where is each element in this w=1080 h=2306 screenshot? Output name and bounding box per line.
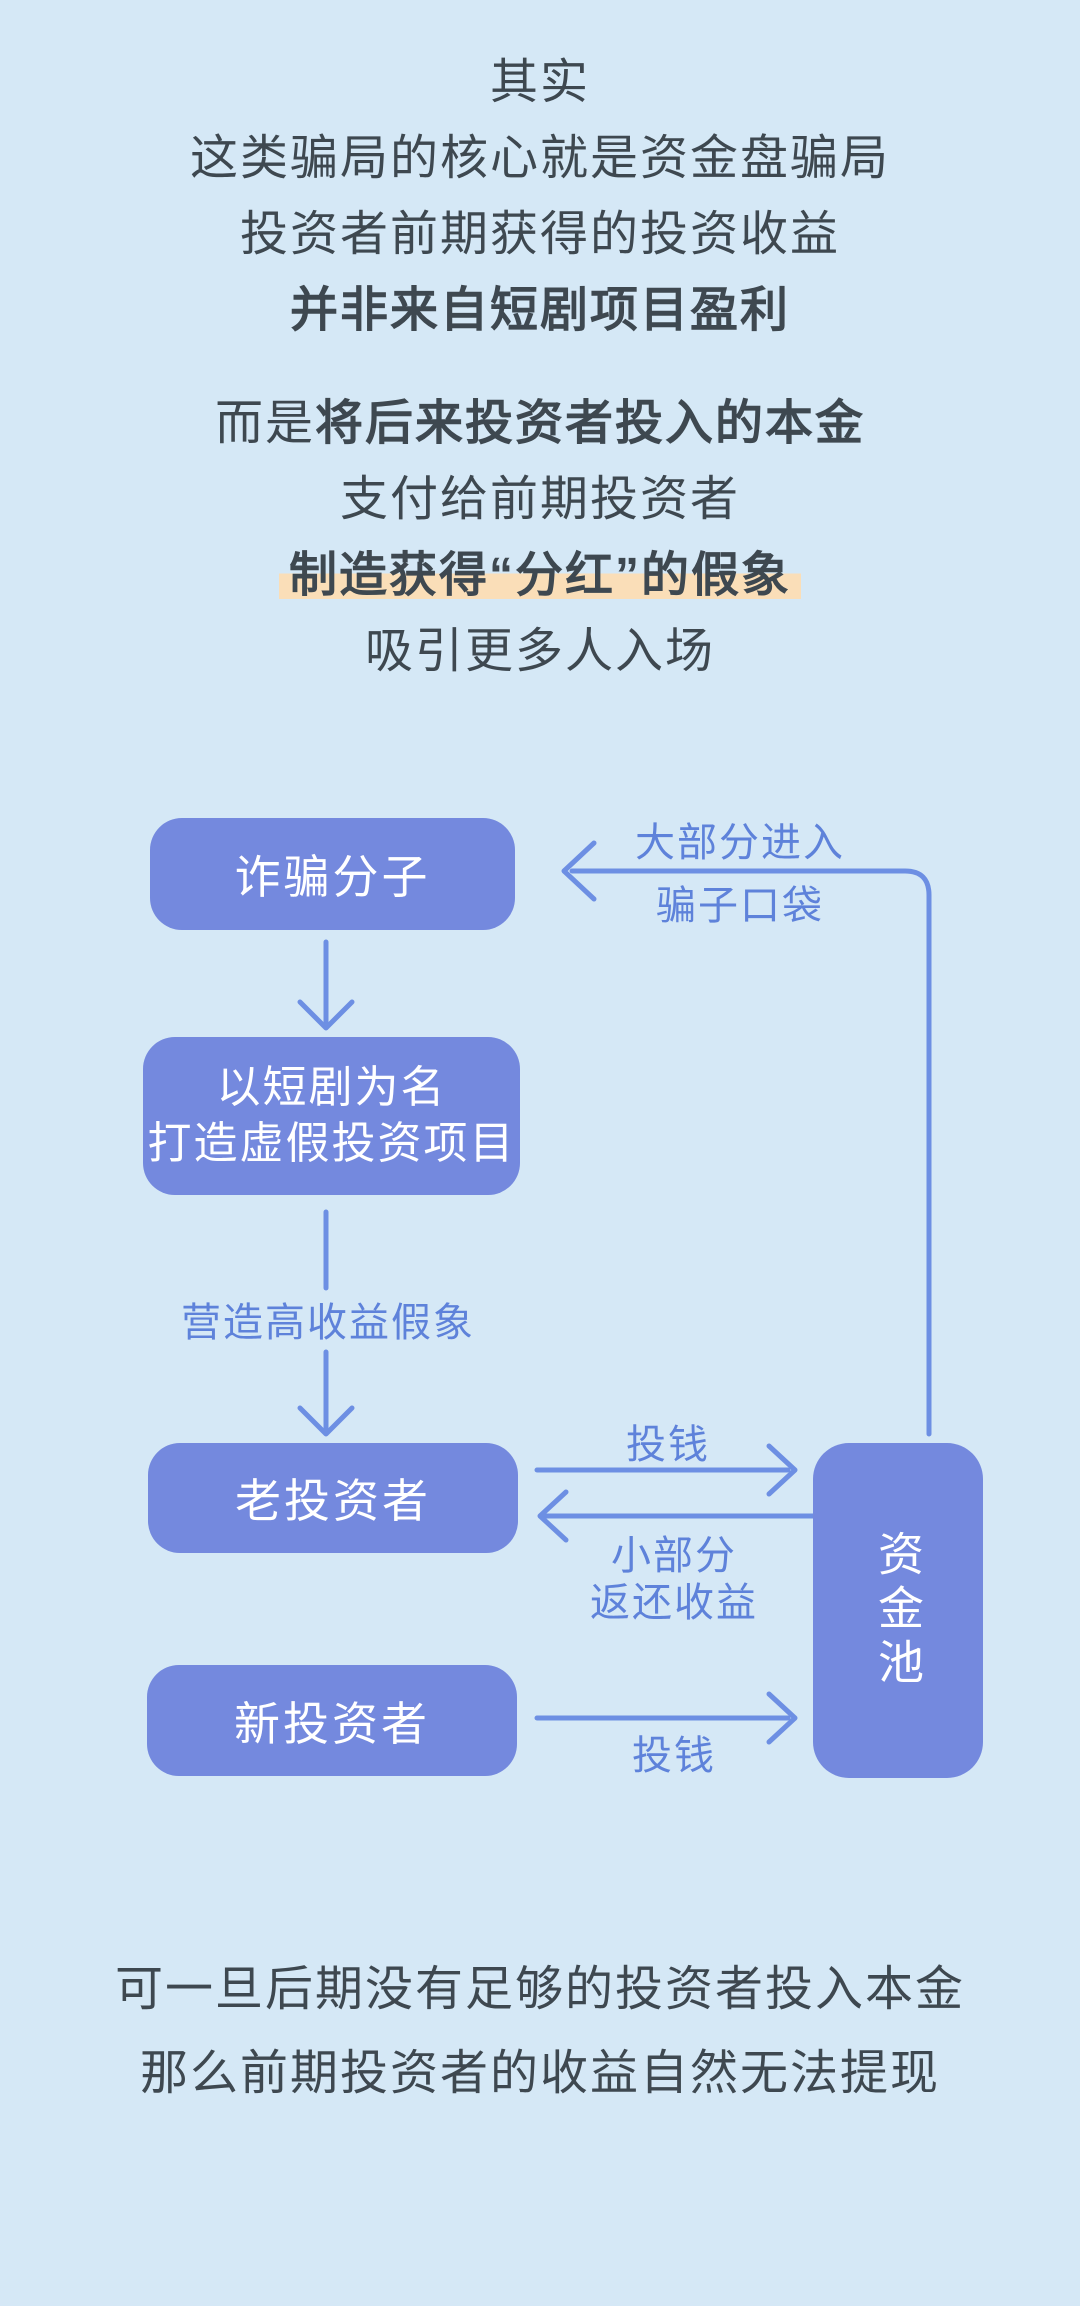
- explanation-line-4: 吸引更多人入场: [364, 625, 715, 678]
- intro-line-3: 投资者前期获得的投资收益: [239, 208, 840, 261]
- edge-label-return-1: 小部分: [611, 1534, 737, 1578]
- edge-label-return-2: 返还收益: [590, 1581, 758, 1625]
- node-scammer: 诈骗分子: [150, 818, 515, 930]
- highlighted-phrase: 制造获得“分红”的假象: [278, 549, 801, 602]
- arrow-pool-to-scammer-line: [569, 868, 932, 1437]
- outro-paragraph: 可一旦后期没有足够的投资者投入本金 那么前期投资者的收益自然无法提现: [0, 1948, 1080, 2116]
- node-fake-project: 以短剧为名 打造虚假投资项目: [143, 1037, 520, 1195]
- node-fund-pool: 资金池: [813, 1443, 983, 1778]
- edge-label-invest-bottom: 投钱: [632, 1734, 716, 1778]
- node-old-investor-label: 老投资者: [235, 1475, 431, 1527]
- explanation-line-1-regular: 而是: [214, 397, 315, 450]
- edge-label-most-into-1: 大部分进入: [635, 821, 845, 865]
- arrow-project-to-old-head: [297, 1405, 355, 1437]
- arrow-scammer-to-project-head: [297, 999, 355, 1031]
- explanation-line-3: 制造获得“分红”的假象: [0, 538, 1080, 614]
- node-old-investor: 老投资者: [148, 1443, 518, 1553]
- node-fake-project-label-1: 以短剧为名: [216, 1063, 447, 1112]
- explanation-paragraph: 而是将后来投资者投入的本金 支付给前期投资者 制造获得“分红”的假象 吸引更多人…: [0, 386, 1080, 690]
- intro-paragraph: 其实 这类骗局的核心就是资金盘骗局 投资者前期获得的投资收益 并非来自短剧项目盈…: [0, 45, 1080, 349]
- explanation-line-1-bold: 将后来投资者投入的本金: [315, 397, 866, 450]
- arrow-pool-to-scammer-head: [561, 840, 597, 902]
- explanation-line-1: 而是将后来投资者投入的本金: [0, 386, 1080, 462]
- edge-label-most-into-2: 骗子口袋: [656, 884, 824, 928]
- edge-label-invest-top: 投钱: [626, 1423, 710, 1467]
- node-fund-pool-label: 资金池: [872, 1529, 924, 1692]
- node-scammer-label: 诈骗分子: [234, 851, 431, 903]
- arrow-old-to-pool-head: [766, 1443, 798, 1497]
- node-new-investor-label: 新投资者: [234, 1697, 430, 1750]
- outro-line-2: 那么前期投资者的收益自然无法提现: [139, 2047, 940, 2100]
- arrow-new-to-pool-head: [766, 1691, 798, 1745]
- node-fake-project-label-2: 打造虚假投资项目: [147, 1119, 516, 1168]
- arrow-pool-to-old-head: [537, 1489, 569, 1543]
- explanation-line-2: 支付给前期投资者: [339, 473, 740, 526]
- intro-line-1: 其实: [489, 56, 590, 109]
- node-new-investor: 新投资者: [147, 1665, 517, 1776]
- outro-line-1: 可一旦后期没有足够的投资者投入本金: [114, 1963, 965, 2016]
- intro-line-2: 这类骗局的核心就是资金盘骗局: [189, 132, 890, 185]
- edge-label-high-yield: 营造高收益假象: [181, 1301, 475, 1345]
- intro-line-4-bold: 并非来自短剧项目盈利: [289, 284, 790, 337]
